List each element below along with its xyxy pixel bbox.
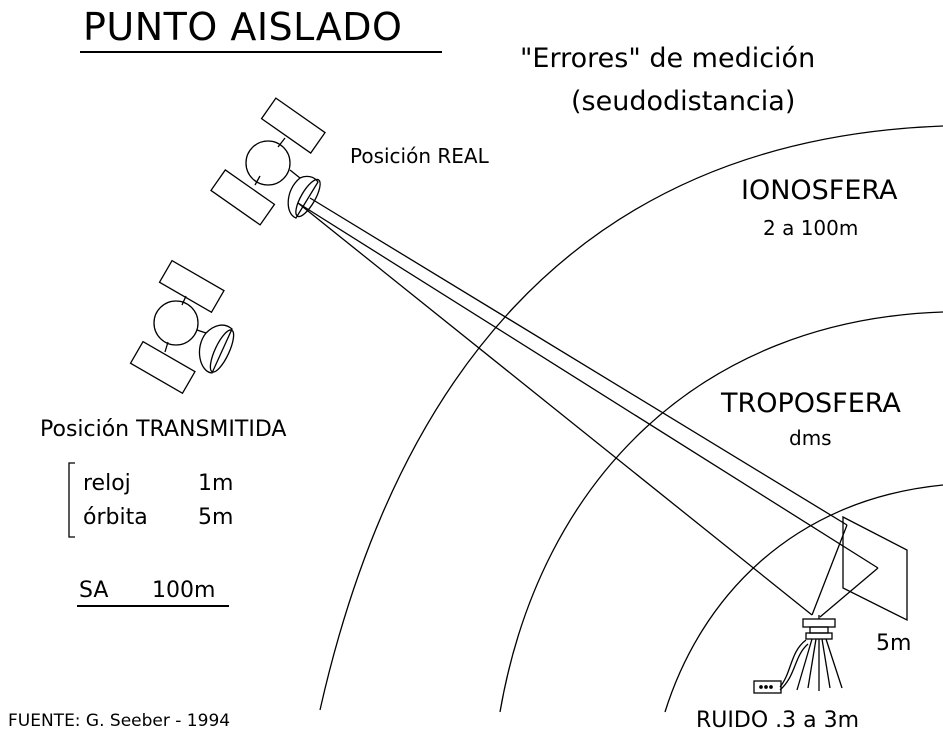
troposphere-label: TROPOSFERA [721,388,901,419]
transmitted-position-label: Posición TRANSMITIDA [40,417,287,442]
real-position-label: Posición REAL [350,144,489,168]
signal-rays [297,197,879,616]
multipath-error-value: 5m [876,631,912,656]
diagram-title: PUNTO AISLADO [83,5,403,49]
near-ground-boundary-arc [664,484,943,713]
sa-label: SA [79,578,109,603]
troposphere-boundary-arc [499,311,943,713]
ionosphere-boundary-arc [319,125,943,711]
satellite-icon [210,97,326,226]
ionosphere-error-value: 2 a 100m [763,216,859,240]
noise-label: RUIDO .3 a 3m [696,708,860,733]
clock-error-value: 1m [198,471,234,496]
ionosphere-label: IONOSFERA [741,175,898,206]
gps-receiver-icon [753,615,843,694]
subtitle-line-2: (seudodistancia) [571,86,796,117]
orbit-error-value: 5m [198,505,234,530]
transmitted-satellite-icon [129,259,235,395]
clock-error-label: reloj [83,471,131,496]
orbit-error-label: órbita [83,505,148,530]
sa-underline [77,605,229,607]
title-underline [80,51,442,53]
source-credit: FUENTE: G. Seeber - 1994 [8,711,231,731]
sa-value: 100m [152,578,216,603]
subtitle-line-1: "Errores" de medición [520,43,816,74]
troposphere-error-value: dms [789,426,832,450]
error-bracket [68,462,75,538]
reflected-rays [811,524,879,618]
reflecting-surface [842,515,908,622]
